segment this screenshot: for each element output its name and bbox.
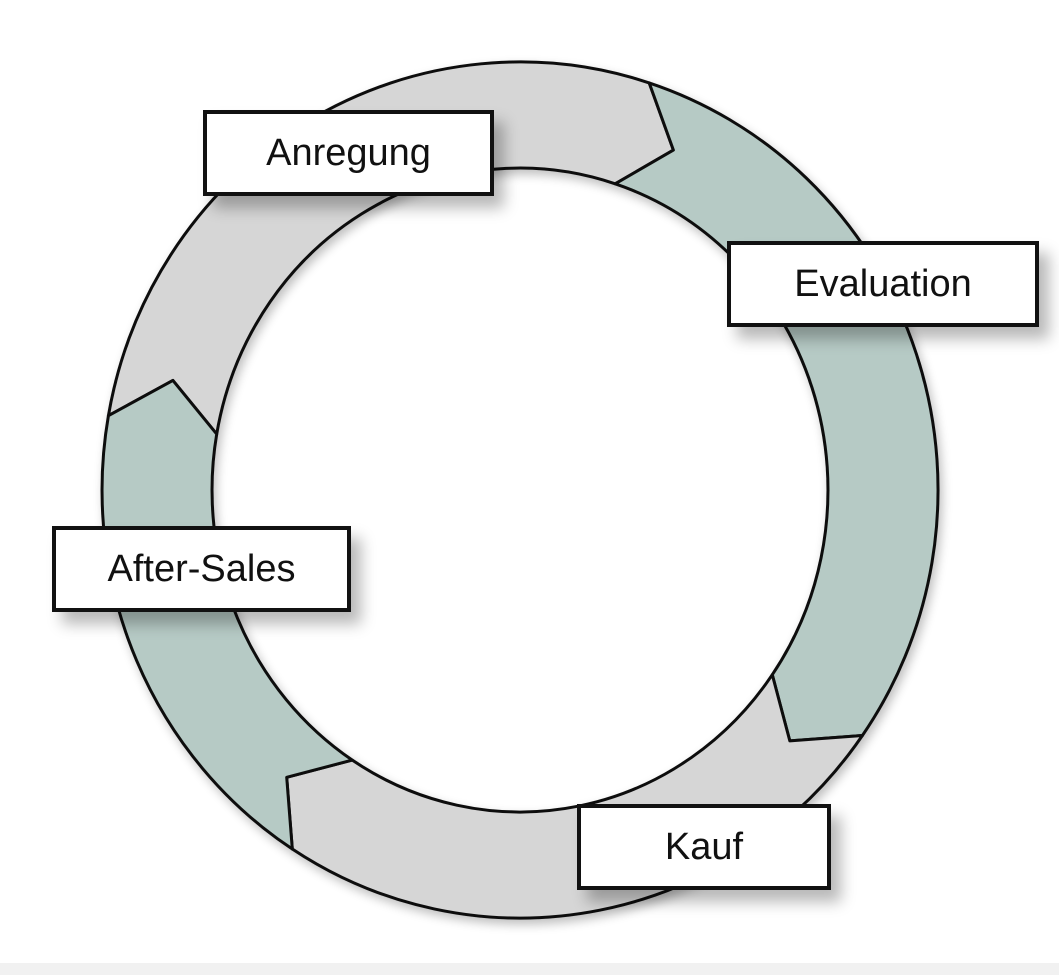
stage-label-evaluation: Evaluation	[727, 241, 1039, 327]
segment-evaluation	[613, 81, 940, 743]
bottom-strip	[0, 963, 1059, 975]
stage-label-kauf: Kauf	[577, 804, 831, 890]
stage-label-after-sales: After-Sales	[52, 526, 351, 612]
segment-after-sales	[100, 378, 354, 851]
stage-label-anregung: Anregung	[203, 110, 494, 196]
